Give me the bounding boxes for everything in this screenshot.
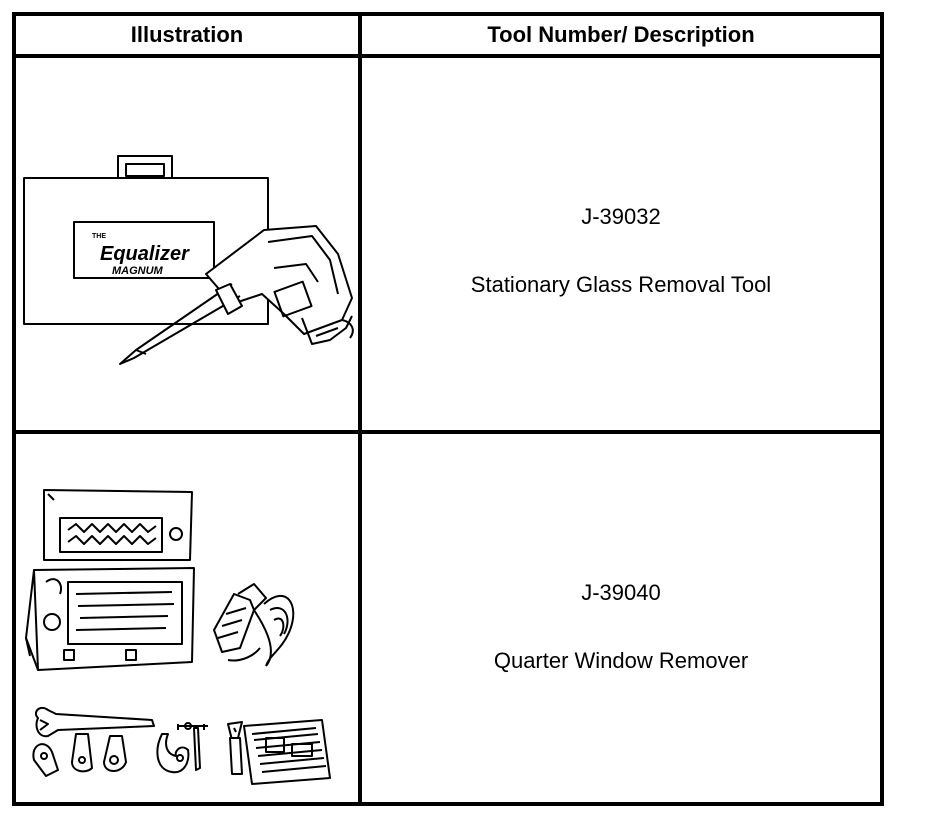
tool-table: Illustration Tool Number/ Description (12, 12, 884, 806)
case-label-sub: MAGNUM (112, 265, 164, 277)
column-divider (358, 16, 362, 802)
tool-description: Stationary Glass Removal Tool (470, 272, 772, 297)
row-divider (16, 430, 880, 434)
illustration-cell-row-2 (16, 434, 358, 802)
description-cell-row-1: J-39032 Stationary Glass Removal Tool (362, 58, 880, 430)
case-label-large: Equalizer (100, 243, 190, 265)
tool-number: J-39032 (581, 204, 661, 229)
description-cell-row-2: J-39040 Quarter Window Remover (362, 434, 880, 802)
quarter-window-remover-kit-icon (25, 489, 331, 785)
illustration-cell-row-1: THE Equalizer MAGNUM (16, 58, 358, 430)
header-tool-description: Tool Number/ Description (487, 22, 755, 47)
tool-number: J-39040 (581, 580, 661, 605)
header-divider (16, 54, 880, 58)
header-illustration: Illustration (130, 22, 244, 47)
case-label-small: THE (92, 233, 106, 240)
equalizer-magnum-kit-icon: THE Equalizer MAGNUM (23, 155, 354, 365)
tool-description: Quarter Window Remover (493, 648, 749, 673)
